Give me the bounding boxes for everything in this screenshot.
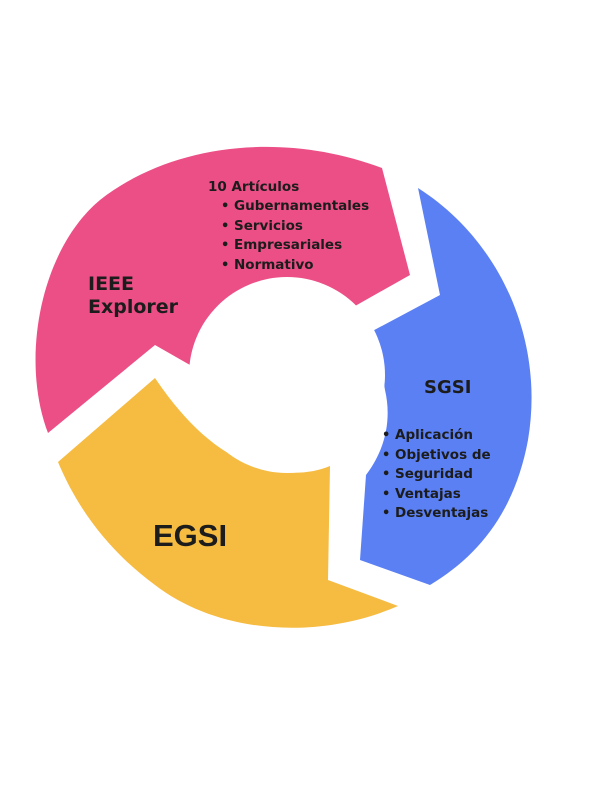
sgsi-detail-block: Aplicación Objetivos de Seguridad Ventaj… [381, 426, 491, 524]
list-item: Gubernamentales [220, 197, 369, 217]
egsi-segment [58, 378, 398, 628]
sgsi-title: SGSI [424, 377, 472, 398]
sgsi-item-list: Aplicación Objetivos de Seguridad Ventaj… [381, 426, 491, 524]
ieee-title-line1: IEEE [88, 273, 135, 295]
ieee-detail-block: 10 Artículos Gubernamentales Servicios E… [208, 177, 369, 275]
ieee-explorer-title: IEEE Explorer [88, 273, 178, 319]
list-item: Seguridad [381, 465, 491, 485]
list-item: Normativo [220, 256, 369, 276]
list-item: Aplicación [381, 426, 491, 446]
list-item: Objetivos de [381, 446, 491, 466]
list-item: Ventajas [381, 485, 491, 505]
list-item: Empresariales [220, 236, 369, 256]
ieee-title-line2: Explorer [88, 296, 179, 318]
ieee-item-list: Gubernamentales Servicios Empresariales … [220, 197, 369, 275]
ieee-detail-heading: 10 Artículos [208, 179, 300, 195]
center-hole [189, 277, 385, 473]
list-item: Servicios [220, 217, 369, 237]
egsi-title: EGSI [153, 518, 228, 553]
list-item: Desventajas [381, 504, 491, 524]
